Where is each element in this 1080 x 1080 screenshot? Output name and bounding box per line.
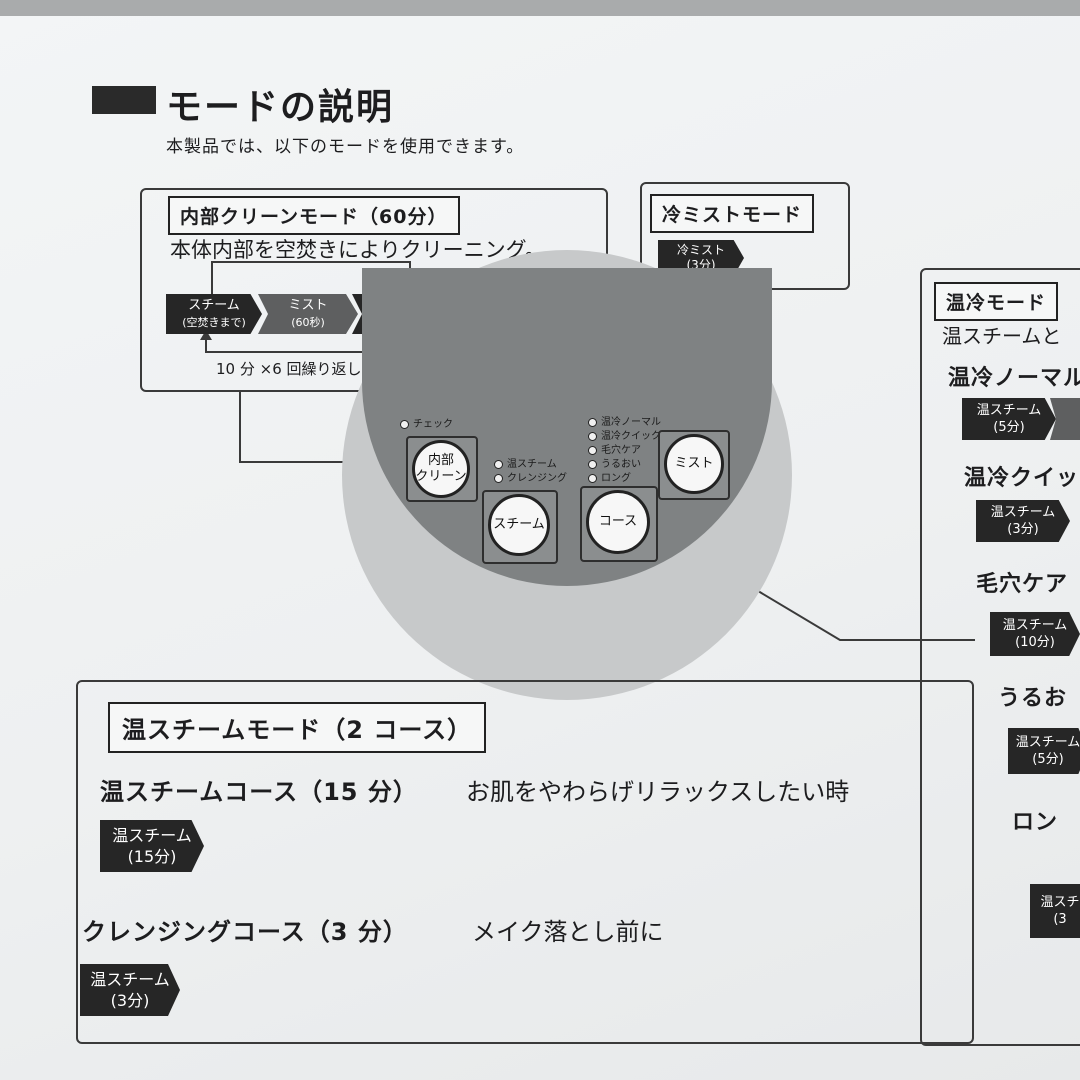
- hot-cold-course-4-step: 温スチーム(5分): [1008, 728, 1080, 774]
- page-title: モードの説明: [166, 87, 395, 128]
- clean-loop-text: 10 分 ×6 回繰り返し: [216, 360, 362, 378]
- clean-step-steam: スチーム(空焚きまで): [166, 294, 262, 334]
- warm-steam-course-desc: お肌をやわらげリラックスしたい時: [466, 778, 850, 806]
- indicator-lamp-icon: [494, 459, 503, 469]
- indicator-lamp-icon: [588, 431, 597, 441]
- cleansing-course-step: 温スチーム(3分): [80, 964, 180, 1016]
- page-top-edge: [0, 0, 1080, 16]
- warm-steam-box: [76, 680, 974, 1044]
- indicator-lamp-icon: [588, 473, 597, 483]
- course-indicator-3: 毛穴ケア: [588, 444, 641, 457]
- clean-button[interactable]: 内部クリーン: [412, 440, 470, 498]
- clean-mode-title: 内部クリーンモード（60分）: [168, 196, 460, 235]
- clean-mode-desc: 本体内部を空焚きによりクリーニング。: [170, 238, 546, 262]
- indicator-lamp-icon: [494, 473, 503, 483]
- hot-cold-title: 温冷モード: [934, 282, 1059, 321]
- cleansing-course-name: クレンジングコース（3 分）: [82, 918, 408, 946]
- hot-cold-course-5-name: ロン: [1012, 810, 1059, 835]
- warm-steam-course-name: 温スチームコース（15 分）: [100, 778, 418, 806]
- hot-cold-course-2-step: 温スチーム(3分): [976, 500, 1070, 542]
- steam-indicator-cleansing: クレンジング: [494, 472, 567, 485]
- cleansing-course-desc: メイク落とし前に: [472, 918, 664, 946]
- hot-cold-course-4-name: うるお: [998, 686, 1068, 711]
- hot-cold-course-1-step: 温スチーム(5分): [962, 398, 1056, 440]
- indicator-lamp-icon: [588, 445, 597, 455]
- course-button[interactable]: コース: [586, 490, 650, 554]
- course-indicator-4: うるおい: [588, 458, 641, 471]
- hot-cold-course-3-name: 毛穴ケア: [976, 572, 1069, 597]
- hot-cold-course-3-step: 温スチーム(10分): [990, 612, 1080, 656]
- page-subtitle: 本製品では、以下のモードを使用できます。: [166, 137, 525, 157]
- hot-cold-course-2-name: 温冷クイッ: [964, 466, 1080, 491]
- indicator-lamp-icon: [400, 419, 409, 429]
- hot-cold-desc: 温スチームと: [942, 324, 1062, 348]
- hot-cold-course-5-step: 温スチ(3: [1030, 884, 1080, 938]
- hot-cold-box: [920, 268, 1080, 1046]
- course-indicator-2: 温冷クイック: [588, 430, 661, 443]
- cold-mist-title: 冷ミストモード: [650, 194, 815, 233]
- mist-button[interactable]: ミスト: [664, 434, 724, 494]
- hot-cold-course-1-name: 温冷ノーマル: [948, 366, 1080, 391]
- device-control-panel: [362, 268, 772, 586]
- section-marker: [92, 86, 156, 114]
- warm-steam-title: 温スチームモード（2 コース）: [108, 702, 487, 753]
- course-indicator-1: 温冷ノーマル: [588, 416, 661, 429]
- warm-steam-course-step: 温スチーム(15分): [100, 820, 204, 872]
- steam-indicator-warm: 温スチーム: [494, 458, 557, 471]
- indicator-lamp-icon: [588, 417, 597, 427]
- check-indicator: チェック: [400, 418, 453, 431]
- course-indicator-5: ロング: [588, 472, 631, 485]
- clean-step-mist: ミスト(60秒): [258, 294, 358, 334]
- steam-button[interactable]: スチーム: [488, 494, 550, 556]
- indicator-lamp-icon: [588, 459, 597, 469]
